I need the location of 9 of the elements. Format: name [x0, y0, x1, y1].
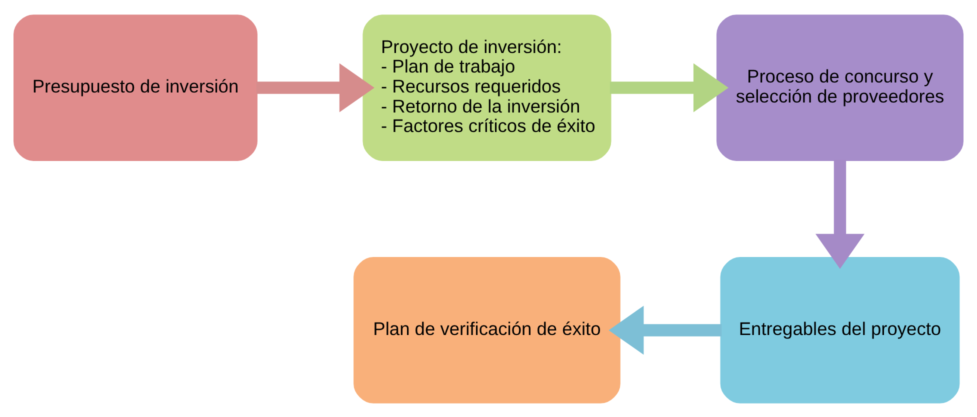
arrow: [608, 305, 722, 354]
node-box: Entregables del proyecto: [720, 256, 960, 403]
arrow: [256, 62, 374, 112]
arrow: [610, 62, 728, 112]
node-box: Proceso de concurso y selección de proveedores: [716, 14, 964, 160]
node-box: Plan de verificación de éxito: [354, 256, 620, 403]
arrow: [815, 159, 865, 268]
node-box: Presupuesto de inversión: [14, 14, 258, 160]
node-box: Proyecto de inversión: - Plan de trabajo - Recursos requeridos - Retorno de la inversión - Factores críticos de éxito: [362, 14, 612, 160]
